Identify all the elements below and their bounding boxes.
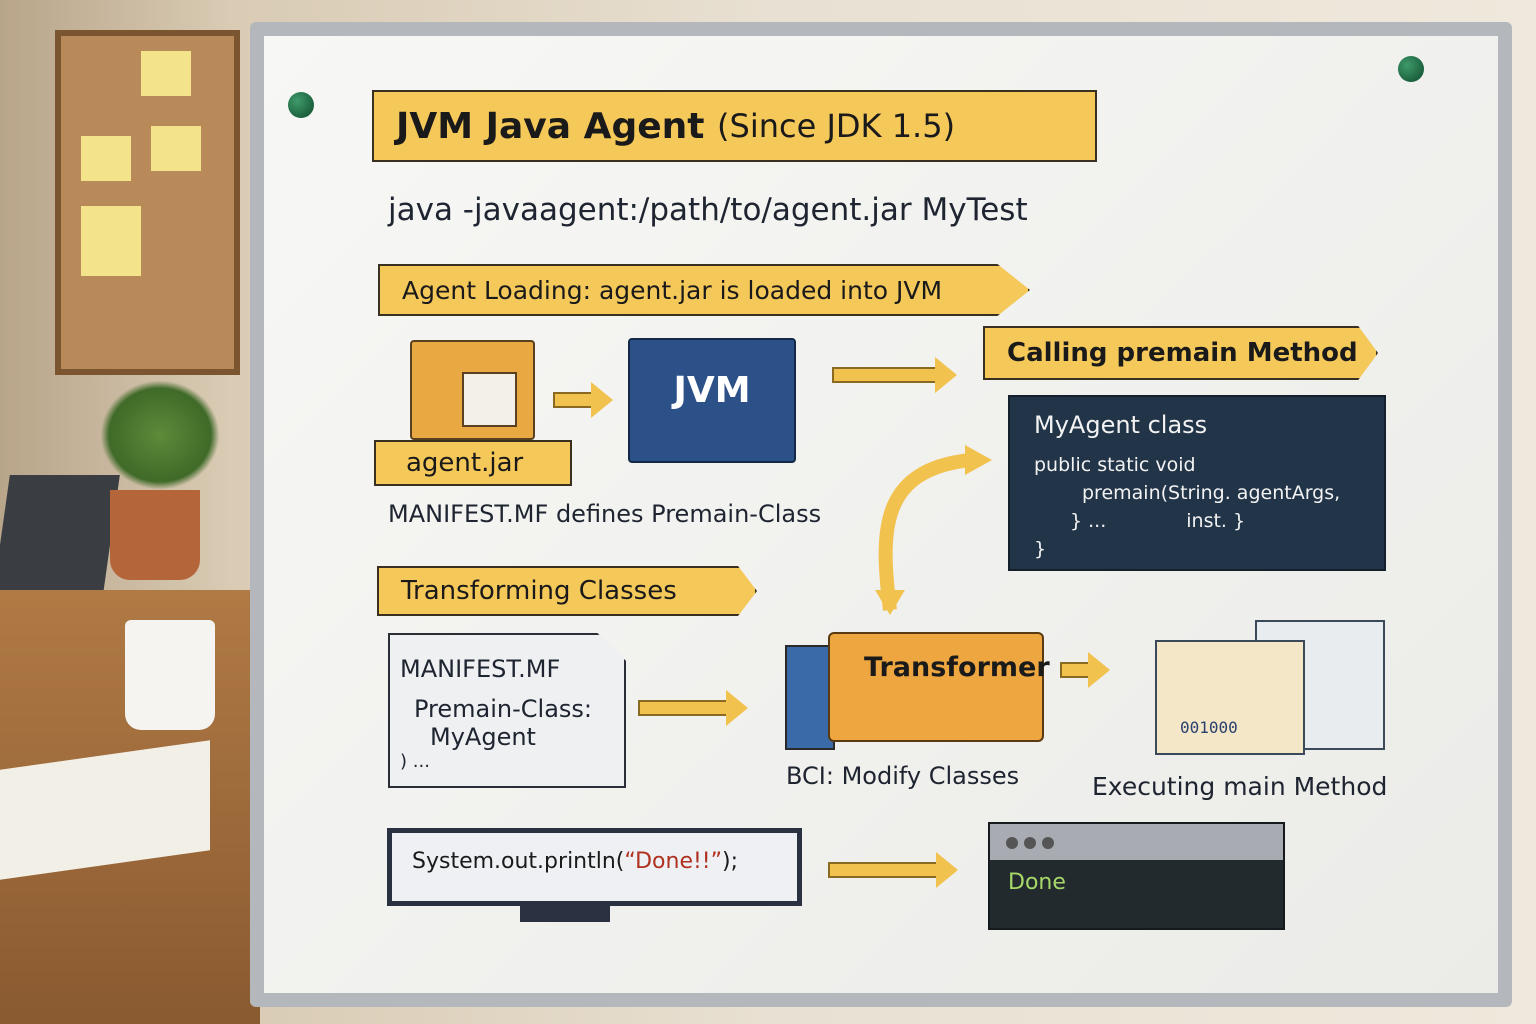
println-string: “Done!!” bbox=[624, 849, 723, 874]
println-prefix: System.out.println( bbox=[412, 849, 625, 874]
pin bbox=[1398, 56, 1424, 82]
code-line: } ... bbox=[1070, 510, 1107, 532]
class-files-icon bbox=[785, 645, 835, 750]
code-line: premain(String. agentArgs, bbox=[1082, 482, 1341, 504]
transformer-label: Transformer bbox=[864, 652, 1050, 683]
binary-digits: 001000 bbox=[1180, 718, 1238, 737]
arrow-right-icon bbox=[1060, 652, 1110, 688]
myagent-code-block: MyAgent class public static void premain… bbox=[1008, 395, 1386, 571]
arrow-right-icon bbox=[832, 357, 957, 393]
terminal-titlebar bbox=[990, 824, 1283, 860]
manifest-file: MANIFEST.MF Premain-Class: MyAgent ) ... bbox=[388, 633, 626, 788]
plant-pot bbox=[110, 490, 200, 580]
arrow-right-icon bbox=[638, 690, 748, 726]
jvm-label: JVM bbox=[673, 370, 751, 411]
manifest-line: Premain-Class: bbox=[414, 695, 593, 723]
code-line: } bbox=[1034, 538, 1047, 560]
transformer-box: Transformer bbox=[828, 632, 1050, 742]
arrow-right-icon bbox=[828, 852, 958, 888]
code-title: MyAgent class bbox=[1034, 411, 1208, 439]
terminal-output: Done bbox=[1008, 870, 1066, 895]
transformer-caption: BCI: Modify Classes bbox=[786, 762, 1020, 790]
terminal-window: Done bbox=[988, 822, 1285, 930]
step-agent-loading: Agent Loading: agent.jar is loaded into … bbox=[378, 264, 1030, 316]
plant bbox=[100, 380, 220, 490]
pin bbox=[288, 92, 314, 118]
mug bbox=[125, 620, 215, 730]
agent-jar-label: agent.jar bbox=[374, 440, 572, 486]
cork-board bbox=[55, 30, 240, 375]
curved-arrow-icon bbox=[875, 445, 992, 615]
manifest-note: MANIFEST.MF defines Premain-Class bbox=[388, 500, 822, 528]
code-line: inst. } bbox=[1186, 510, 1246, 532]
manifest-line: MyAgent bbox=[430, 723, 536, 751]
step-calling-premain: Calling premain Method bbox=[983, 326, 1378, 380]
monitor-println: System.out.println(“Done!!”); bbox=[387, 828, 802, 906]
manifest-line: ) ... bbox=[400, 751, 430, 772]
documents-icon: 001000 bbox=[1125, 620, 1385, 760]
arrow-right-icon bbox=[553, 382, 613, 418]
manifest-title: MANIFEST.MF bbox=[400, 655, 561, 683]
title-banner: JVM Java Agent (Since JDK 1.5) bbox=[372, 90, 1097, 162]
command-line: java -javaagent:/path/to/agent.jar MyTes… bbox=[388, 192, 1028, 228]
main-method-caption: Executing main Method bbox=[1092, 772, 1388, 801]
monitor-stand bbox=[520, 906, 610, 922]
step-transforming-classes: Transforming Classes bbox=[377, 566, 757, 616]
code-line: public static void bbox=[1034, 454, 1196, 476]
title: JVM Java Agent bbox=[396, 105, 705, 147]
folder-icon bbox=[410, 340, 535, 440]
println-suffix: ); bbox=[722, 849, 739, 874]
subtitle: (Since JDK 1.5) bbox=[717, 107, 956, 145]
jvm-box: JVM bbox=[628, 338, 796, 463]
